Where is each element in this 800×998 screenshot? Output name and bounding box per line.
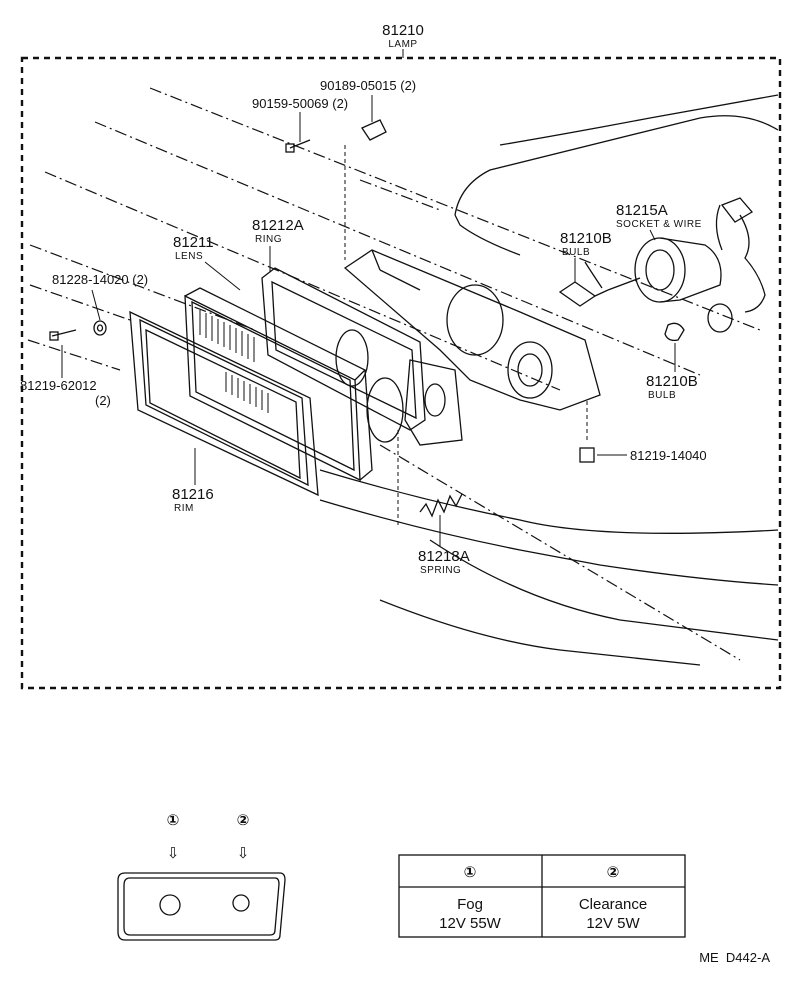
left-screw: [49, 329, 77, 341]
top-clip: [361, 119, 387, 141]
vehicle-body-outline: [319, 94, 779, 666]
part-label-ring-name: RING: [255, 234, 282, 245]
reflector-housing: [343, 249, 601, 446]
part-label-bulb-fog-number: 81210B: [560, 230, 612, 247]
socket-wire-part: [584, 197, 766, 333]
part-label-socket-name: SOCKET & WIRE: [616, 219, 702, 230]
part-label-rim-name: RIM: [174, 503, 194, 514]
part-label-nut-top: 90159-50069 (2): [252, 96, 348, 111]
bulb-fog: [558, 281, 609, 307]
part-label-lens-number: 81211: [173, 234, 214, 251]
table-header-2: ②: [607, 864, 620, 881]
part-label-screw-right: 81219-14040: [630, 448, 707, 463]
part-label-ring-number: 81212A: [252, 217, 304, 234]
ring-part: [261, 267, 426, 443]
table-header-1: ①: [464, 864, 477, 881]
part-label-bulb-fog-name: BULB: [562, 247, 590, 258]
washer-part: [93, 320, 107, 336]
part-label-washer: 81228-14020 (2): [52, 272, 148, 287]
assembly-number: 81210: [382, 22, 424, 39]
right-screw: [579, 400, 595, 463]
part-label-spring-name: SPRING: [420, 565, 461, 576]
part-label-rim-number: 81216: [172, 486, 214, 503]
top-screw: [285, 139, 311, 153]
table-cell-clearance-type: Clearance: [579, 896, 647, 913]
part-label-bulb-clearance-number: 81210B: [646, 373, 698, 390]
leader-lens: [204, 261, 241, 291]
bulb-table: [398, 854, 686, 938]
leader-socket: [649, 229, 656, 241]
assembly-name: LAMP: [388, 39, 417, 50]
part-label-screw-left-number: 81219-62012: [20, 378, 97, 393]
bulb-clearance: [664, 322, 685, 342]
part-label-screw-left-qty: (2): [95, 393, 111, 408]
diagram-code: ME D442-A: [699, 950, 770, 965]
part-label-socket-number: 81215A: [616, 202, 668, 219]
legend-arrow-2: ⇩: [237, 845, 250, 862]
lens-part: [184, 287, 373, 482]
legend-callout-2: ②: [237, 812, 250, 829]
reference-lines: [27, 87, 761, 661]
lamp-face-outline: [117, 872, 286, 941]
table-cell-fog-type: Fog: [457, 896, 483, 913]
leader-washer: [91, 289, 101, 321]
part-label-spring-number: 81218A: [418, 548, 470, 565]
legend-arrow-1: ⇩: [167, 845, 180, 862]
part-label-lens-name: LENS: [175, 251, 203, 262]
legend-callout-1: ①: [167, 812, 180, 829]
assembly-boundary: [20, 56, 782, 690]
spring-part: [397, 430, 463, 525]
table-cell-fog-rating: 12V 55W: [439, 915, 502, 932]
table-cell-clearance-rating: 12V 5W: [586, 915, 640, 932]
rim-part: [129, 310, 319, 497]
part-label-screw-top: 90189-05015 (2): [320, 78, 416, 93]
part-label-bulb-clearance-name: BULB: [648, 390, 676, 401]
